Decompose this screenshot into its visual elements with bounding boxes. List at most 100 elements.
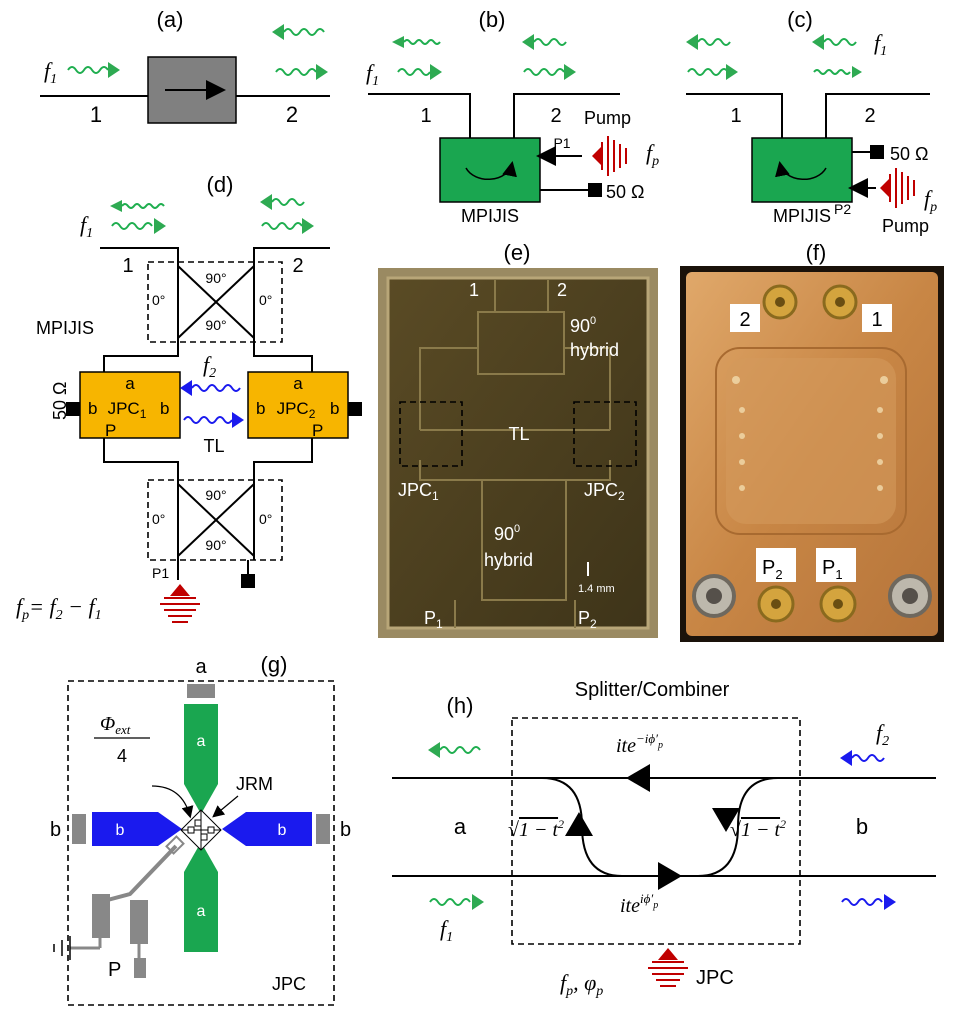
port-b: b: [856, 814, 868, 839]
board-p1: P1: [822, 557, 843, 582]
jpc2-port-a: a: [293, 374, 303, 393]
panel-c-device: MPIJIS: [773, 206, 831, 226]
transmission-bottom: iteiϕ′p: [620, 891, 658, 917]
pump-wave-icon: [648, 961, 688, 987]
wave-f1-icon: [397, 68, 431, 76]
angle-0-right: 0°: [259, 292, 272, 308]
jrm-label: JRM: [236, 774, 273, 794]
sma-connectors: [692, 284, 932, 623]
wave-icon: [261, 222, 303, 230]
arrow-left-icon: [686, 34, 698, 50]
reflection-left: √1 − t2: [508, 817, 564, 841]
wave-f2-icon: [191, 384, 241, 392]
panel-h-f1: f1: [440, 916, 453, 945]
panel-b-p1: P1: [553, 135, 570, 151]
wave-icon: [533, 38, 567, 46]
chip-p2: P2: [578, 608, 597, 631]
panel-c-load: 50 Ω: [890, 144, 928, 164]
panel-d-device: MPIJIS: [36, 318, 94, 338]
arrow-right-icon: [108, 62, 120, 78]
pump-arrow-icon: [880, 178, 890, 198]
board-p2: P2: [762, 557, 783, 582]
board-port2-tag: [730, 304, 760, 332]
wave-icon: [687, 68, 729, 76]
panel-g-label: (g): [261, 652, 288, 677]
panel-d-tl: TL: [203, 436, 224, 456]
panel-b-fp: fp: [646, 140, 659, 169]
arrow-right-icon: [154, 218, 166, 234]
angle-90-bot: 90°: [205, 537, 226, 553]
pad-b-left-label: b: [116, 822, 125, 839]
panel-c: (c) f1 1 2 50 Ω P2 fp MPIJIS Pump: [686, 7, 937, 236]
panel-b-load: 50 Ω: [606, 182, 644, 202]
panel-e: (e) 1 2 900 hybrid TL JPC1 JPC2 900 hybr…: [378, 240, 658, 638]
chip-photo: [386, 276, 650, 630]
arrow-right-icon: [564, 64, 576, 80]
chip-hybrid-top: 900: [570, 315, 596, 336]
arrow-right-icon: [316, 64, 328, 80]
hybrid-top: [147, 261, 283, 343]
panel-b-label: (b): [479, 7, 506, 32]
wave-in-b-icon: [851, 754, 885, 762]
angle-90-top: 90°: [205, 270, 226, 286]
pump-wave-icon: [601, 136, 627, 176]
board-port1: 1: [871, 309, 882, 331]
panel-h-f2: f2: [876, 720, 889, 749]
pad-b-right: [222, 812, 312, 846]
pump-arrow-icon: [170, 584, 190, 596]
panel-f: (f) 2 1 P2 P1: [680, 240, 944, 642]
panel-c-p2: P2: [834, 201, 851, 217]
panel-g: (g) a a a b b b b Φext 4 JRM: [50, 652, 351, 1006]
board-port2: 2: [739, 309, 750, 331]
wave-in-a-icon: [429, 898, 471, 906]
pad-b-left: [92, 812, 182, 846]
jpc-label: JPC: [272, 974, 306, 994]
flux-denominator: 4: [117, 746, 127, 766]
jpc2-box: [247, 371, 349, 439]
wave-icon: [697, 38, 731, 46]
chip-hybrid-bot-word: hybrid: [484, 550, 533, 570]
jrm-ring: [180, 809, 222, 851]
chip-scale: 1.4 mm: [578, 583, 615, 595]
panel-c-fp: fp: [924, 186, 937, 215]
angle-90-bot: 90°: [205, 317, 226, 333]
mpijis-box: [439, 137, 541, 203]
panel-f-label: (f): [806, 240, 827, 265]
panel-d-f2: f2: [203, 352, 216, 381]
arrow-right-icon: [726, 64, 738, 80]
arrow-up-icon: [565, 812, 593, 836]
panel-b: (b) f1 1 2 P1 Pump fp 50 Ω MPIJIS: [366, 7, 659, 226]
panel-d: (d) f1 1 2 90° 90° 0° 0° MPIJIS a a b b …: [16, 172, 362, 623]
arrow-left-icon: [110, 200, 122, 212]
panel-h-title: Splitter/Combiner: [575, 679, 730, 701]
chip-port2: 2: [557, 280, 567, 300]
panel-b-freq: f1: [366, 60, 379, 89]
arrow-left-icon: [840, 750, 852, 766]
jpc2-region: [573, 401, 637, 467]
arrow-left-icon: [272, 24, 284, 40]
panel-b-port1: 1: [420, 105, 431, 127]
panel-d-port2: 2: [292, 255, 303, 277]
wave-small-icon: [403, 39, 441, 45]
pad-a-top-label: a: [197, 733, 206, 750]
wave-small-icon: [813, 69, 851, 75]
jpc2-port-b-left: b: [256, 399, 265, 418]
panel-a-port2: 2: [286, 102, 298, 127]
mpijis-box: [751, 137, 853, 203]
chip-hybrid-top-word: hybrid: [570, 340, 619, 360]
jpc-port-b-left: b: [50, 819, 61, 841]
wave-icon: [523, 68, 565, 76]
panel-b-port2: 2: [550, 105, 561, 127]
transmission-top: ite−iϕ′p: [616, 731, 663, 757]
jpc2-label: JPC2: [277, 399, 316, 421]
pad-a-bottom: [184, 842, 218, 952]
panel-a: (a) f1 1 2: [40, 7, 330, 127]
panel-c-port2: 2: [864, 105, 875, 127]
chip-tl: TL: [508, 424, 529, 444]
wave-f1-icon: [67, 66, 109, 74]
arrow-right-icon: [430, 64, 442, 80]
pump-arrow-icon: [592, 146, 602, 166]
pad-b-right-label: b: [278, 822, 287, 839]
wave-out-a-icon: [439, 746, 481, 754]
